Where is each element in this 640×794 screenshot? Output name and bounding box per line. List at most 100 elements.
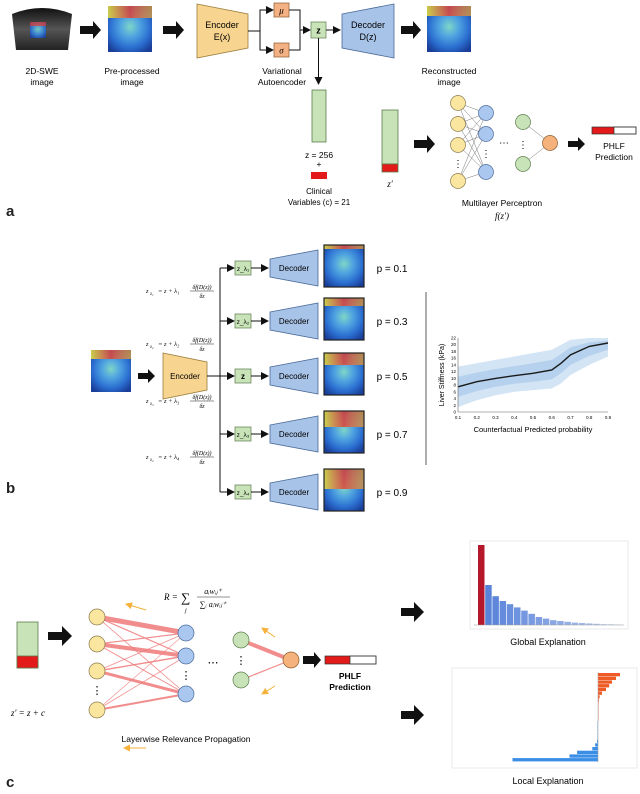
- connector-line: [289, 9, 311, 34]
- clinical-vector: [311, 172, 327, 179]
- input-node: [88, 701, 106, 719]
- global-bar: [485, 585, 492, 625]
- input-image-b: [91, 350, 131, 392]
- y-tick-label: 18: [451, 349, 457, 354]
- decoder-label-b: Decoder: [279, 488, 310, 497]
- z-label: z: [316, 26, 321, 36]
- equation-num: δf(D(z)): [192, 284, 211, 291]
- encoder-block-b: [162, 352, 208, 400]
- prediction-bar-filled-c: [325, 656, 350, 664]
- relevance-arrow-icon: [261, 627, 276, 638]
- equation-lhs: z: [145, 288, 149, 295]
- panel-c: z′ = z + c ⋮ ⋮ ⋮ ⋯ R = ∑ j aᵢw: [10, 540, 638, 786]
- relevance-edge: [240, 659, 292, 681]
- prediction-bar-filled: [592, 127, 614, 134]
- vertical-dots: ⋮: [181, 670, 192, 682]
- y-tick-label: 14: [451, 362, 457, 367]
- z-branch-label: z_λ₄: [237, 490, 250, 497]
- mlp-function: f(z′): [495, 211, 509, 221]
- equation-den: δz: [199, 460, 205, 466]
- counterfactual-image: [323, 468, 365, 512]
- decoder-block-b: [269, 415, 319, 453]
- z-dim-label: z = 256: [305, 150, 333, 160]
- y-tick-label: 6: [453, 389, 456, 394]
- counterfactual-image: [323, 297, 365, 341]
- hidden-node: [478, 105, 494, 121]
- equation-num: δf(D(z)): [192, 337, 211, 344]
- output-node: [282, 651, 300, 669]
- relevance-edge: [96, 669, 187, 696]
- global-bar: [550, 620, 557, 625]
- hidden-node: [515, 114, 531, 130]
- swe-input-image: [12, 8, 72, 50]
- mlp-edge: [457, 123, 487, 173]
- mlp-nodes: [450, 95, 558, 189]
- z-branch-label: z_λ₃: [237, 432, 250, 439]
- hidden-node: [478, 126, 494, 142]
- decoder-label-2: D(z): [360, 32, 377, 42]
- x-tick-label: 0.3: [492, 415, 499, 420]
- local-bar: [598, 695, 600, 699]
- arrow-right-icon: [303, 652, 321, 668]
- relevance-edge: [96, 693, 187, 711]
- probability-label: p = 0.9: [377, 488, 408, 499]
- global-bar: [607, 624, 615, 625]
- input-caption-2: image: [30, 77, 53, 87]
- encoder-block: [196, 3, 249, 59]
- equation-num: δf(D(z)): [192, 394, 211, 401]
- arrow-right-icon: [163, 21, 184, 39]
- equation-rhs: = z + λ₁: [158, 288, 179, 295]
- preprocessed-caption-2: image: [120, 77, 143, 87]
- equation-lhs: z: [145, 341, 149, 348]
- arrow-right-icon: [401, 602, 424, 622]
- probability-label: p = 0.5: [377, 372, 408, 383]
- global-bar: [542, 618, 550, 625]
- probability-label: p = 0.3: [377, 317, 408, 328]
- prediction-bar-frame-c: [324, 655, 377, 665]
- local-bar: [598, 680, 612, 684]
- global-bar: [506, 604, 514, 625]
- vertical-dots: ⋮: [92, 685, 103, 697]
- relevance-edge: [96, 655, 187, 711]
- probability-label: p = 0.7: [377, 430, 408, 441]
- y-tick-label: 12: [451, 369, 457, 374]
- vae-caption-1: Variational: [262, 66, 302, 76]
- arrow-right-icon: [401, 705, 424, 725]
- clinical-caption-2: Variables (c) = 21: [288, 198, 351, 207]
- y-tick-label: 4: [453, 396, 456, 401]
- connector-line: [289, 30, 301, 51]
- x-tick-label: 0.4: [511, 415, 518, 420]
- y-tick-label: 20: [451, 342, 457, 347]
- global-bar: [492, 596, 499, 625]
- equation-sub: λ₃: [149, 401, 154, 406]
- relevance-edge: [96, 632, 187, 645]
- arrow-right-icon: [80, 21, 101, 39]
- mlp-edge: [457, 112, 487, 182]
- relevance-edge: [96, 632, 187, 711]
- decoder-block-b: [269, 357, 319, 395]
- zprime-equation: z′ = z + c: [10, 708, 45, 718]
- global-bars: [478, 545, 622, 625]
- y-axis-label: Liver Stiffness (kPa): [439, 344, 446, 407]
- local-bars: [512, 673, 620, 762]
- relevance-edge: [96, 614, 187, 636]
- global-bar: [557, 621, 564, 625]
- hidden-node: [177, 624, 195, 642]
- decoder-label-b: Decoder: [279, 372, 310, 381]
- local-bar: [577, 750, 598, 754]
- decoder-block-b: [269, 473, 319, 511]
- input-node: [450, 137, 466, 153]
- equation-den: δz: [199, 404, 205, 410]
- x-tick-label: 0.9: [605, 415, 612, 420]
- relevance-edge: [96, 655, 187, 672]
- vertical-dots: ⋮: [236, 655, 247, 667]
- local-bar: [598, 673, 620, 677]
- mlp-hdots: ⋯: [499, 138, 509, 149]
- relevance-edge: [96, 642, 187, 658]
- z-branch-label: z_λ₁: [237, 266, 250, 273]
- global-bar: [578, 623, 586, 625]
- local-bar: [598, 698, 599, 703]
- global-bar: [514, 607, 521, 625]
